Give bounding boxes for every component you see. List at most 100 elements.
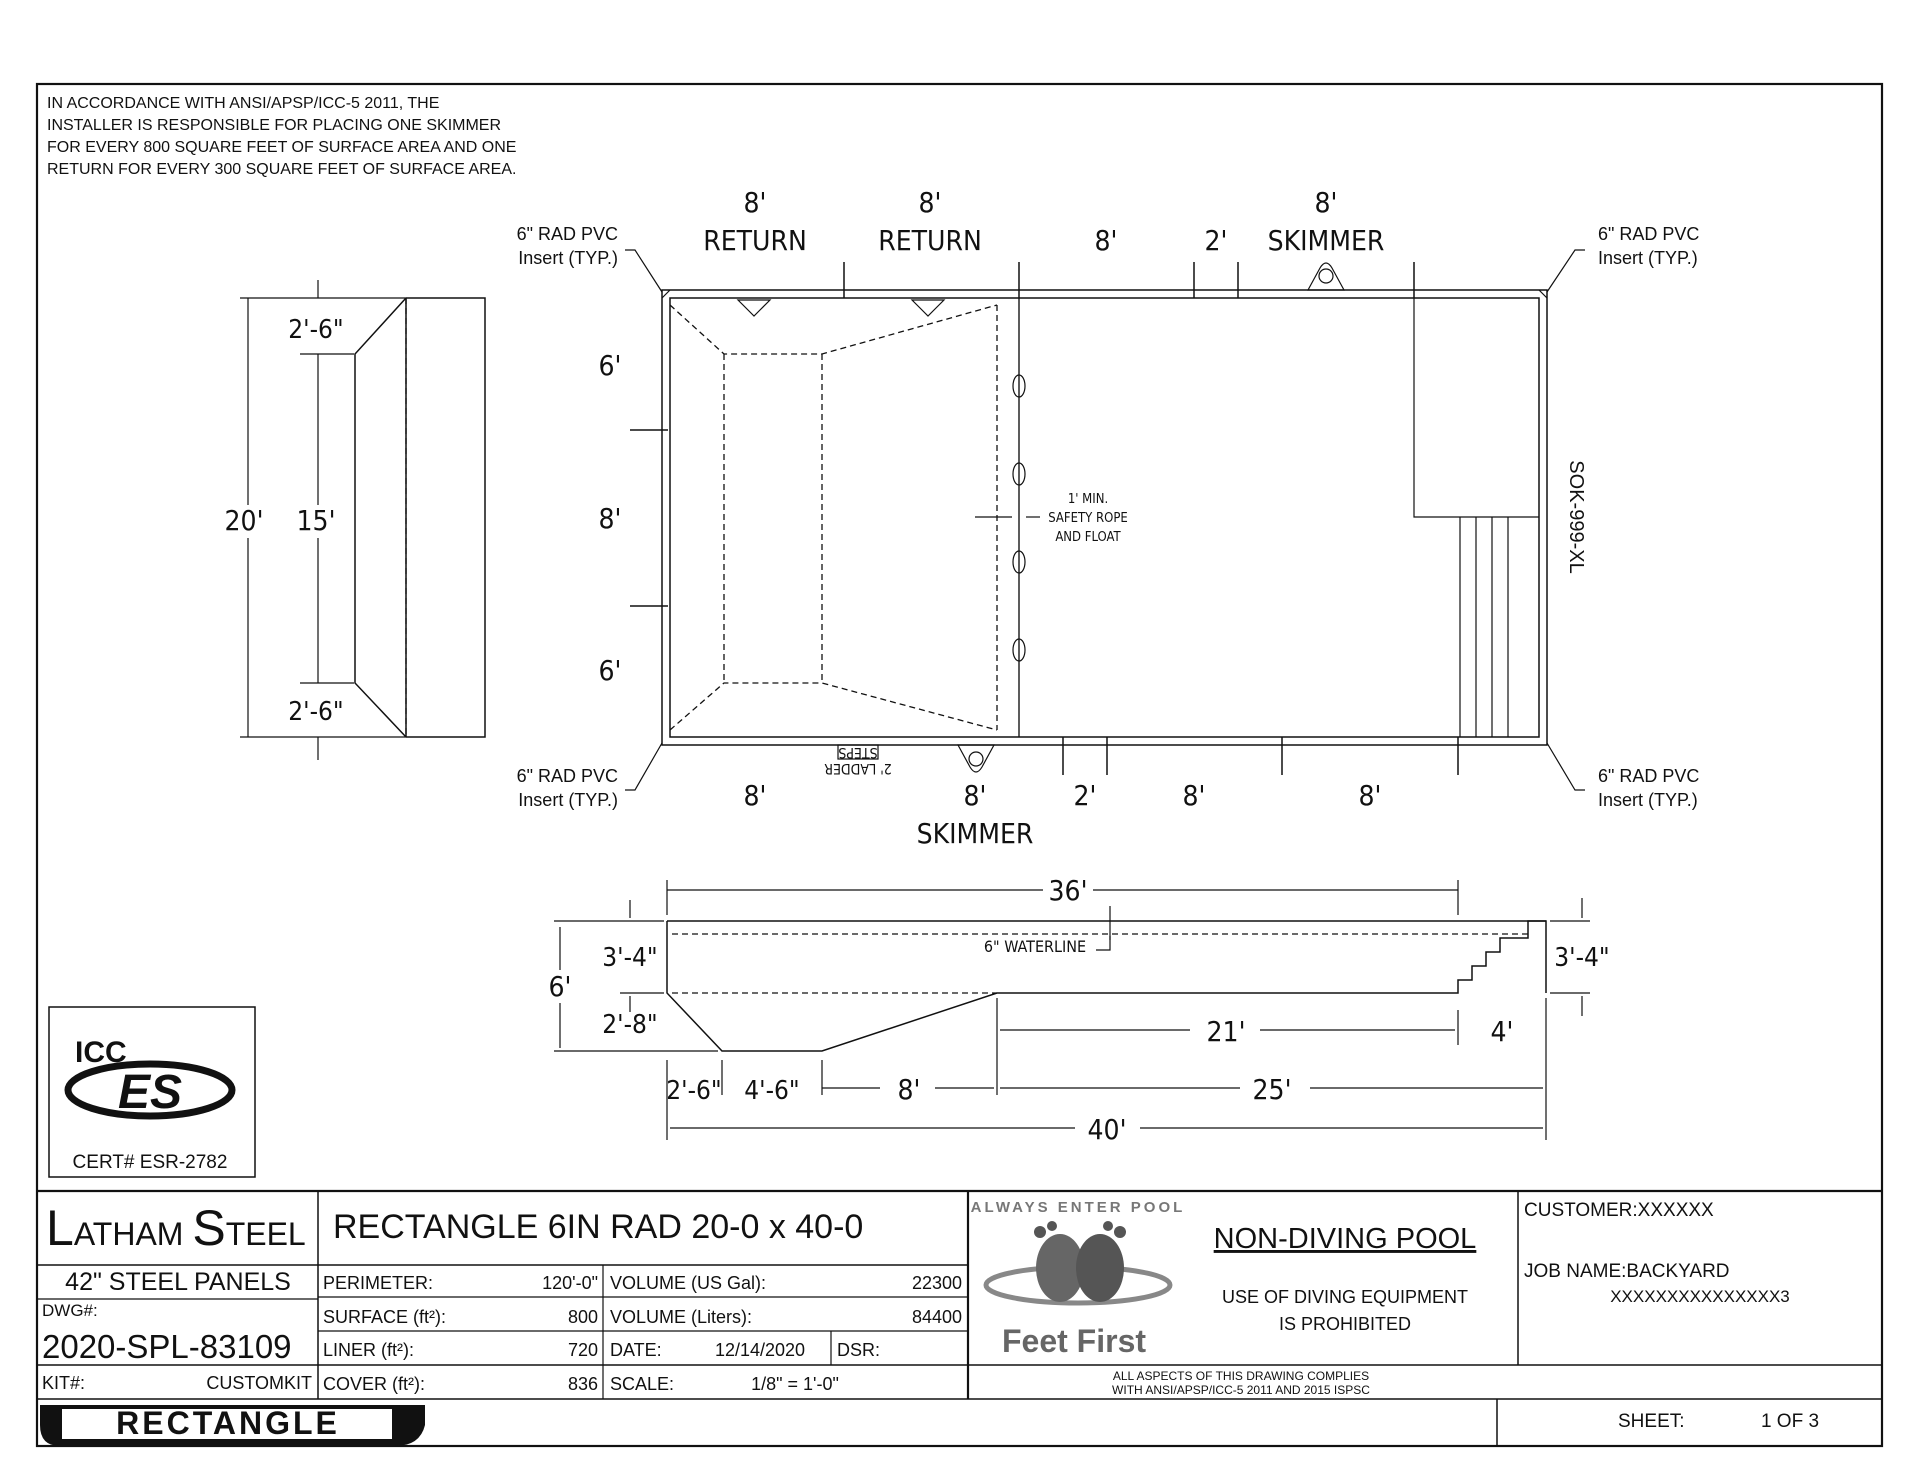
kit-value: CUSTOMKIT — [206, 1373, 312, 1393]
date-value: 12/14/2020 — [715, 1340, 805, 1360]
bottom-dim-3: 2' — [1074, 779, 1097, 812]
feet-first-logo: ALWAYS ENTER POOL Feet First — [971, 1199, 1183, 1359]
sheet-value: 1 OF 3 — [1761, 1411, 1819, 1432]
brand-logo: LATHAM STEEL — [46, 1200, 306, 1256]
waterline-label: 6" WATERLINE — [984, 937, 1086, 956]
rope-note-1: 1' MIN. — [1068, 492, 1108, 507]
liner-label: LINER (ft²): — [323, 1340, 414, 1360]
section-dim-8: 8' — [898, 1073, 921, 1106]
left-dim-1: 6' — [599, 349, 622, 382]
surface-value: 800 — [568, 1307, 598, 1327]
general-note: IN ACCORDANCE WITH ANSI/APSP/ICC-5 2011,… — [47, 95, 516, 178]
end-mid-dim: 15' — [297, 504, 336, 537]
bottom-dim-2: 8' — [964, 779, 987, 812]
top-dim-1: 8' — [744, 186, 767, 219]
perimeter-value: 120'-0" — [542, 1273, 598, 1293]
top-dim-3: 8' — [1095, 224, 1118, 257]
top-dim-5: 8' — [1315, 186, 1338, 219]
sheet-border — [35, 82, 1884, 1448]
dwg-label: DWG#: — [42, 1301, 98, 1320]
skimmer-label-top: SKIMMER — [1268, 224, 1385, 257]
rad-callout-br-1: 6" RAD PVC — [1598, 766, 1699, 786]
vol-l-label: VOLUME (Liters): — [610, 1307, 752, 1327]
diving-warning-2: IS PROHIBITED — [1279, 1314, 1411, 1334]
customer-label: CUSTOMER:XXXXXX — [1524, 1200, 1714, 1221]
rad-callout-tl-2: Insert (TYP.) — [518, 248, 618, 268]
diving-warning-1: USE OF DIVING EQUIPMENT — [1222, 1287, 1468, 1307]
es-logo-mark — [64, 1060, 236, 1120]
cover-value: 836 — [568, 1374, 598, 1394]
section-dim-25: 25' — [1253, 1073, 1292, 1106]
rad-callout-tl-1: 6" RAD PVC — [517, 224, 618, 244]
liner-value: 720 — [568, 1340, 598, 1360]
job-name-label: JOB NAME:BACKYARD — [1524, 1261, 1730, 1282]
rad-callout-tr-1: 6" RAD PVC — [1598, 224, 1699, 244]
note-line-4: RETURN FOR EVERY 300 SQUARE FEET OF SURF… — [47, 161, 516, 178]
dwg-number: 2020-SPL-83109 — [42, 1328, 292, 1365]
rad-callout-tr-2: Insert (TYP.) — [1598, 248, 1698, 268]
note-line-3: FOR EVERY 800 SQUARE FEET OF SURFACE ARE… — [47, 139, 516, 156]
cover-label: COVER (ft²): — [323, 1374, 425, 1394]
es-logo-text: ES — [118, 1066, 182, 1119]
end-total-dim: 20' — [225, 504, 264, 537]
kit-label: KIT#: — [42, 1373, 85, 1393]
panels-label: 42" STEEL PANELS — [65, 1268, 291, 1296]
section-dim-21: 21' — [1207, 1015, 1246, 1048]
skimmer-label-bottom: SKIMMER — [917, 817, 1034, 850]
left-dim-3: 6' — [599, 654, 622, 687]
bottom-dim-5: 8' — [1359, 779, 1382, 812]
nondiving-heading: NON-DIVING POOL — [1214, 1223, 1477, 1255]
compliance-1: ALL ASPECTS OF THIS DRAWING COMPLIES — [1113, 1369, 1369, 1383]
job-name-overflow: XXXXXXXXXXXXXXX3 — [1610, 1287, 1790, 1306]
vol-l-value: 84400 — [912, 1307, 962, 1327]
section-dim-4: 4' — [1491, 1015, 1514, 1048]
shape-badge-text: RECTANGLE — [116, 1405, 340, 1441]
scale-value: 1/8" = 1'-0" — [751, 1374, 839, 1394]
vol-gal-value: 22300 — [912, 1273, 962, 1293]
note-line-2: INSTALLER IS RESPONSIBLE FOR PLACING ONE… — [47, 117, 501, 134]
bottom-dim-4: 8' — [1183, 779, 1206, 812]
vol-gal-label: VOLUME (US Gal): — [610, 1273, 766, 1293]
date-label: DATE: — [610, 1340, 662, 1360]
rope-note-2: SAFETY ROPE — [1048, 511, 1128, 526]
end-view: 2'-6" 15' 2'-6" 20' — [225, 280, 486, 760]
steps-label: STEPS — [838, 744, 877, 760]
top-dim-4: 2' — [1205, 224, 1228, 257]
icc-es-cert: ICC ES CERT# ESR-2782 — [48, 1006, 256, 1178]
bottom-dim-1: 8' — [744, 779, 767, 812]
return-label-1: RETURN — [703, 224, 807, 257]
top-dim-2: 8' — [919, 186, 942, 219]
compliance-2: WITH ANSI/APSP/ICC-5 2011 AND 2015 ISPSC — [1112, 1383, 1370, 1397]
surface-label: SURFACE (ft²): — [323, 1307, 446, 1327]
left-dim-2: 8' — [599, 502, 622, 535]
section-dim-4-6: 4'-6" — [744, 1076, 799, 1106]
rad-callout-bl-1: 6" RAD PVC — [517, 766, 618, 786]
title-block: LATHAM STEEL 42" STEEL PANELS DWG#: 2020… — [37, 1189, 1882, 1446]
plan-view: 1' MIN. SAFETY ROPE AND FLOAT — [517, 186, 1700, 850]
section-dim-40: 40' — [1088, 1113, 1127, 1146]
drawing-title: RECTANGLE 6IN RAD 20-0 x 40-0 — [333, 1208, 863, 1246]
end-top-dim: 2'-6" — [288, 315, 343, 345]
section-dim-2-6: 2'-6" — [666, 1076, 721, 1106]
section-depth-right: 3'-4" — [1554, 943, 1609, 973]
dsr-label: DSR: — [837, 1340, 880, 1360]
section-depth-upper: 3'-4" — [602, 943, 657, 973]
sheet-label: SHEET: — [1618, 1411, 1685, 1432]
perimeter-label: PERIMETER: — [323, 1273, 433, 1293]
end-bottom-dim: 2'-6" — [288, 697, 343, 727]
kit-code-label: SOK-999-XL — [1565, 460, 1587, 573]
section-dim-36: 36' — [1049, 874, 1088, 907]
note-line-1: IN ACCORDANCE WITH ANSI/APSP/ICC-5 2011,… — [47, 95, 439, 112]
section-view: 6" WATERLINE 36' 3'-4" 2'-8" 6' 3'-4" 21… — [549, 874, 1610, 1146]
return-label-2: RETURN — [878, 224, 982, 257]
cert-number: CERT# ESR-2782 — [73, 1152, 228, 1173]
logo-brand-text: Feet First — [1002, 1323, 1146, 1359]
section-depth-lower: 2'-8" — [602, 1010, 657, 1040]
section-depth-total: 6' — [549, 970, 572, 1003]
rad-callout-bl-2: Insert (TYP.) — [518, 790, 618, 810]
ladder-label: 2' LADDER — [824, 760, 892, 776]
scale-label: SCALE: — [610, 1374, 674, 1394]
rope-note-3: AND FLOAT — [1055, 530, 1121, 545]
rad-callout-br-2: Insert (TYP.) — [1598, 790, 1698, 810]
